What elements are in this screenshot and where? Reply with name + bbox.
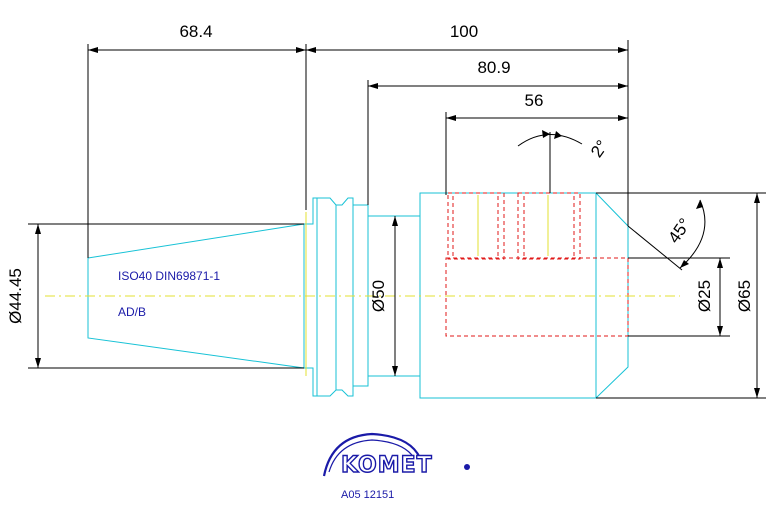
flange-outline — [304, 197, 354, 397]
dim-overall-length: 100 — [450, 22, 478, 41]
dim-body-length: 80.9 — [477, 58, 510, 77]
dim-bore-length: 56 — [525, 91, 544, 110]
dim-bore-diameter: Ø25 — [695, 280, 714, 312]
thread-left — [447, 192, 505, 260]
thread-right — [517, 192, 581, 260]
variant-note: AD/B — [118, 305, 146, 319]
logo-wordmark: KOMET — [341, 453, 433, 478]
dim-body-diameter: Ø50 — [369, 280, 388, 312]
dim-taper-length: 68.4 — [179, 22, 212, 41]
dim-outer-diameter: Ø65 — [735, 280, 754, 312]
dim-taper-diameter: Ø44.45 — [6, 268, 25, 324]
logo-arc — [322, 432, 422, 477]
article-number: A05 12151 — [341, 489, 394, 501]
dim-chamfer-angle: 45° — [664, 215, 694, 247]
dim-taper-angle: 2° — [587, 137, 612, 161]
komet-logo: KOMET A05 12151 — [322, 432, 470, 501]
logo-dot — [464, 464, 470, 470]
hidden-bore — [445, 192, 629, 337]
bore-outline — [445, 257, 629, 337]
dimensions — [28, 40, 766, 399]
centerlines — [45, 195, 680, 376]
standard-note: ISO40 DIN69871-1 — [118, 269, 220, 283]
